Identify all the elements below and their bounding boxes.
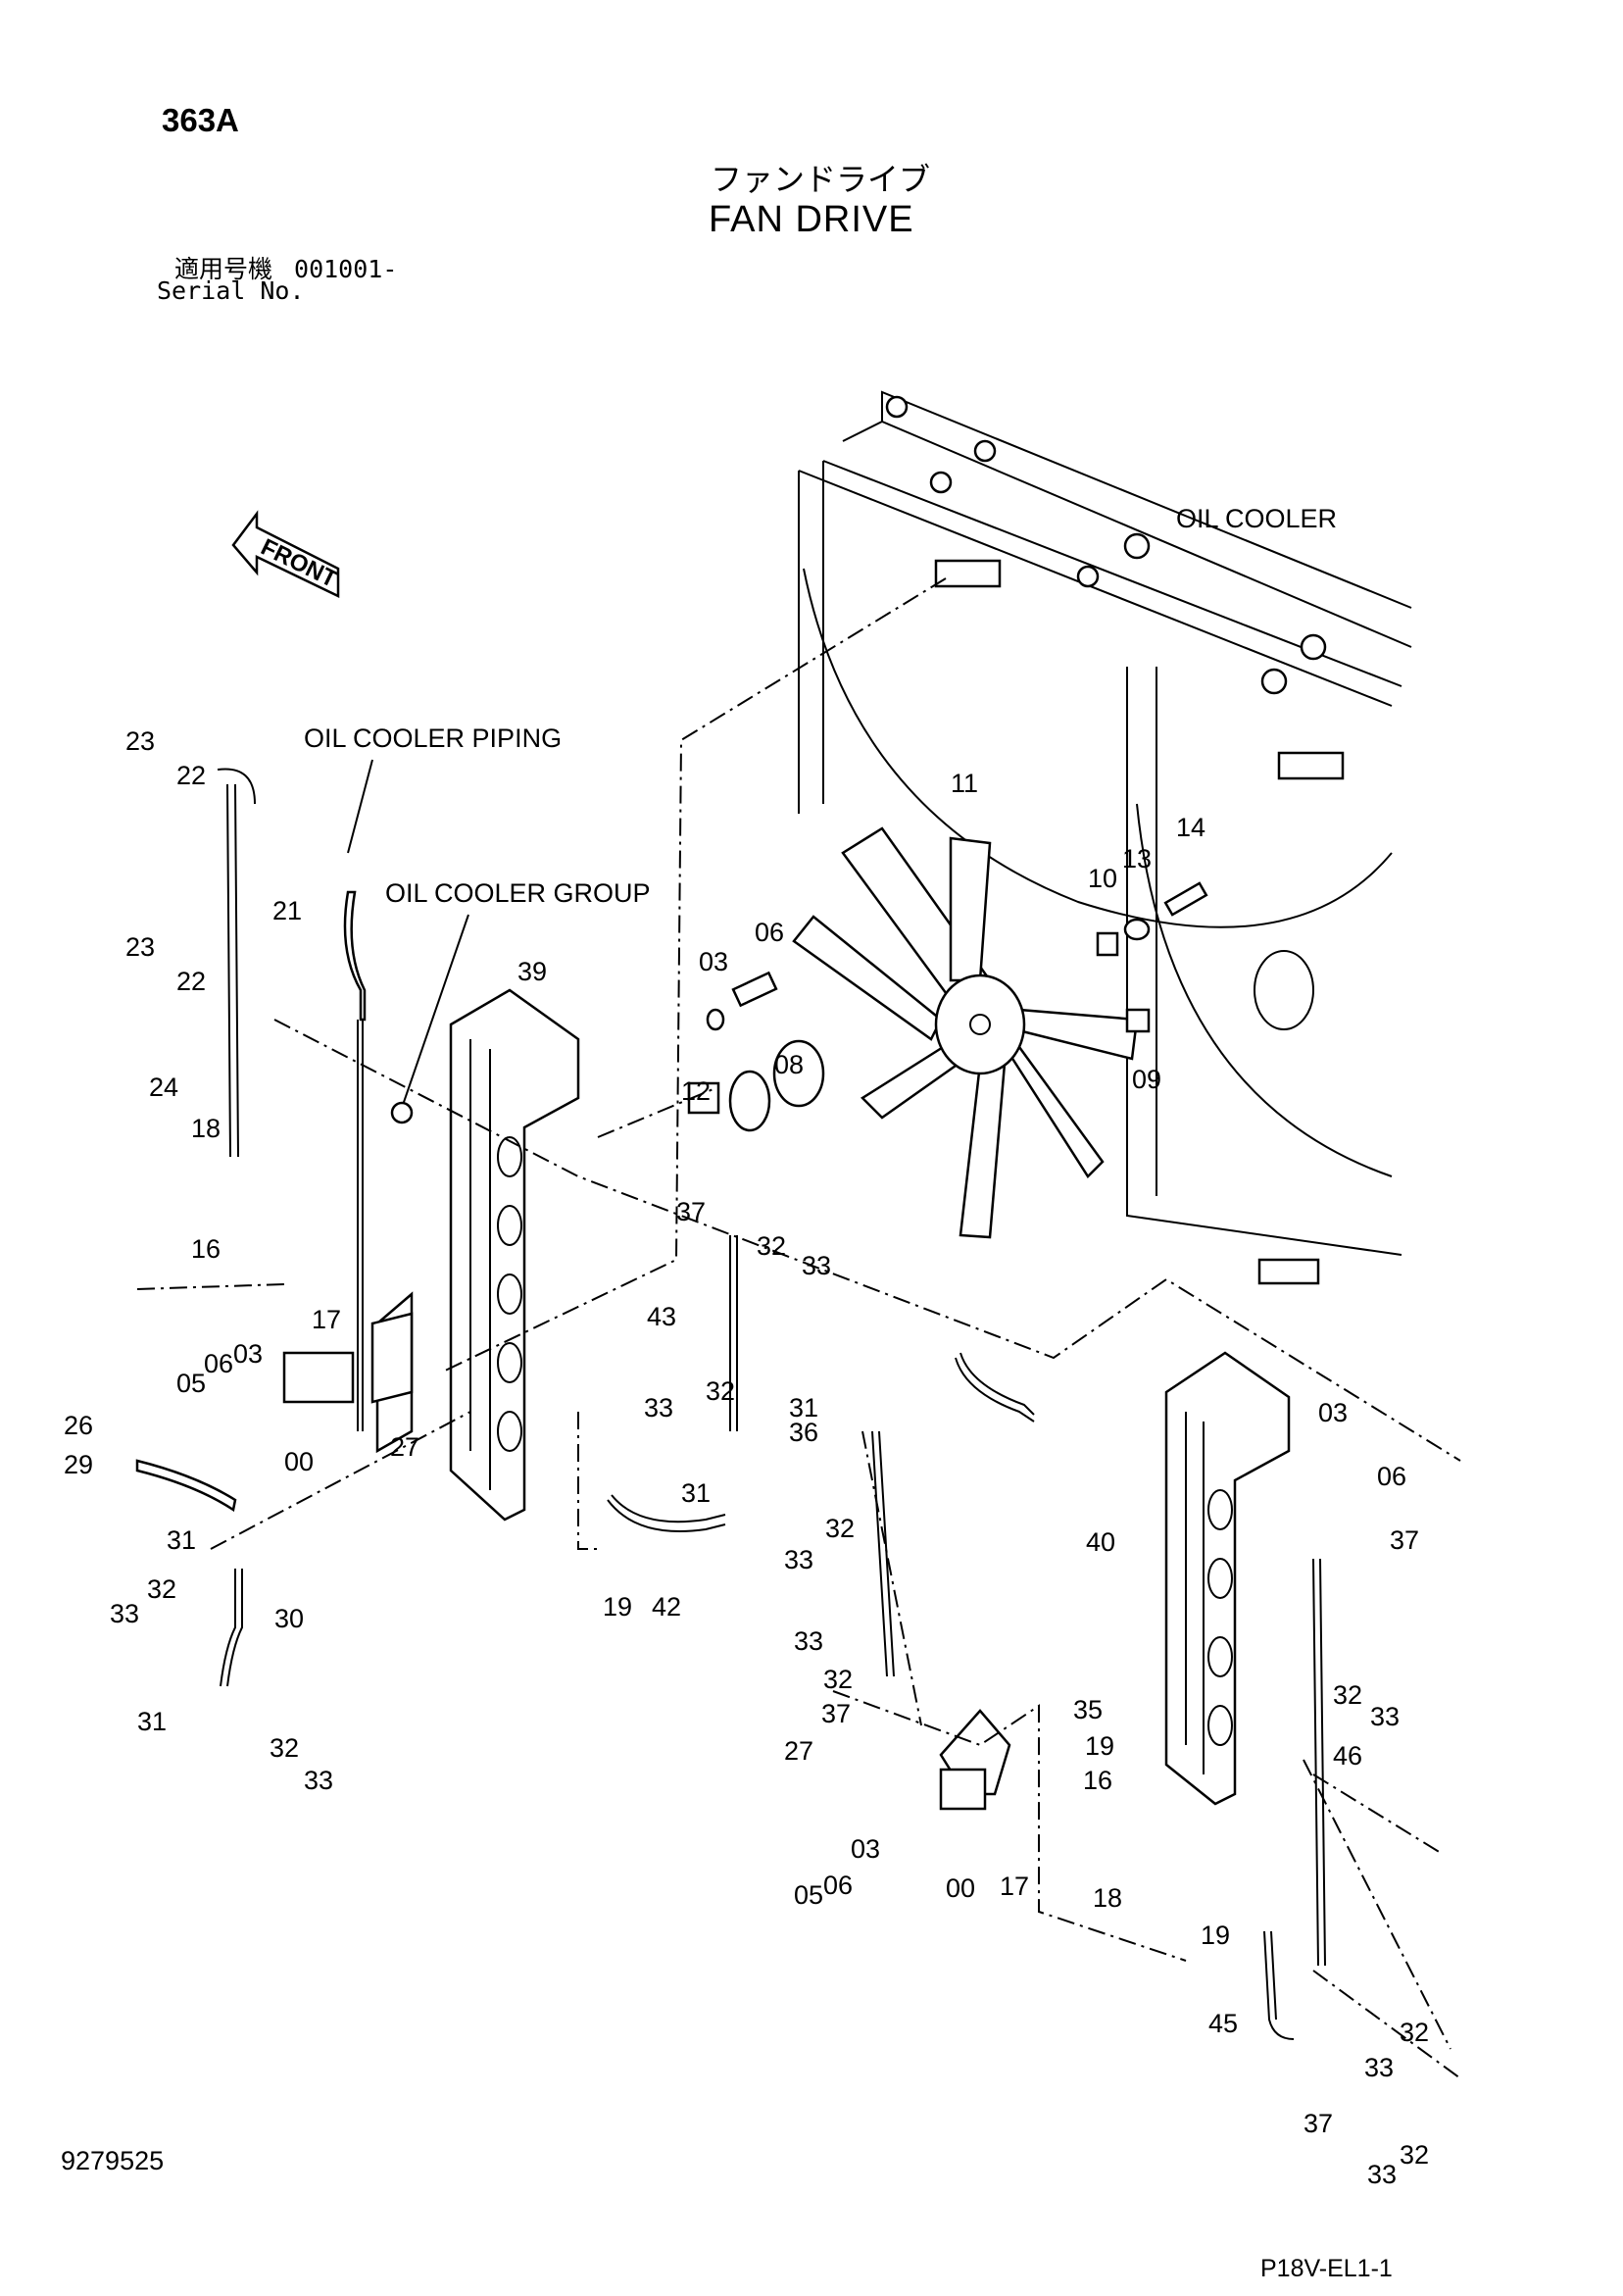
part-callout-33: 33 (644, 1393, 673, 1423)
part-callout-03: 03 (1318, 1398, 1348, 1427)
part-callout-18: 18 (1093, 1883, 1122, 1913)
piping (135, 768, 1326, 2040)
front-label: FRONT (257, 533, 341, 593)
part-callout-32: 32 (825, 1514, 855, 1543)
part-callout-19: 19 (1201, 1921, 1230, 1950)
reference-code: P18V-EL1-1 (1260, 2255, 1393, 2282)
part-callout-33: 33 (794, 1626, 823, 1656)
document-number: 9279525 (61, 2146, 165, 2175)
part-callout-21: 21 (272, 896, 302, 925)
part-callout-39: 39 (517, 957, 547, 986)
part-callout-06: 06 (204, 1349, 233, 1378)
part-callout-09: 09 (1132, 1065, 1161, 1094)
part-callout-32: 32 (757, 1231, 786, 1261)
part-callout-43: 43 (647, 1302, 676, 1331)
part-callout-12: 12 (681, 1076, 711, 1106)
part-callout-24: 24 (149, 1073, 178, 1102)
part-callout-33: 33 (1367, 2160, 1397, 2189)
part-callout-19: 19 (603, 1592, 632, 1622)
part-callout-35: 35 (1073, 1695, 1103, 1724)
part-callout-37: 37 (1303, 2109, 1333, 2138)
part-callout-31: 31 (137, 1707, 167, 1736)
part-callout-19: 19 (1085, 1731, 1114, 1761)
part-callout-11: 11 (951, 769, 978, 798)
part-callout-33: 33 (784, 1545, 813, 1574)
part-callout-16: 16 (1083, 1766, 1112, 1795)
part-callout-03: 03 (233, 1339, 263, 1369)
serial-row-jp: 適用号機 001001- (174, 250, 397, 285)
part-callout-10: 10 (1088, 864, 1117, 893)
label-oil-cooler-piping: OIL COOLER PIPING (304, 724, 562, 753)
part-callout-22: 22 (176, 761, 206, 790)
label-oil-cooler: OIL COOLER (1176, 504, 1337, 533)
front-arrow: FRONT (231, 510, 341, 598)
part-callout-33: 33 (802, 1251, 831, 1280)
part-callout-36: 36 (789, 1418, 818, 1447)
part-callout-32: 32 (706, 1376, 735, 1406)
part-callout-42: 42 (652, 1592, 681, 1622)
part-callout-05: 05 (176, 1369, 206, 1398)
part-callout-13: 13 (1122, 844, 1152, 873)
part-callout-03: 03 (851, 1834, 880, 1864)
serial-label-en: Serial No. (157, 276, 305, 305)
part-callout-32: 32 (1400, 2018, 1429, 2047)
part-callout-32: 32 (1333, 1680, 1362, 1710)
part-callout-22: 22 (176, 967, 206, 996)
assembly-lines (136, 577, 1461, 2079)
bracket-40 (1164, 1351, 1291, 1806)
annotation-leaders (347, 759, 469, 1124)
part-callout-18: 18 (191, 1114, 221, 1143)
serial-value: 001001- (294, 255, 398, 283)
label-oil-cooler-group: OIL COOLER GROUP (385, 878, 651, 908)
part-callout-33: 33 (1364, 2053, 1394, 2082)
part-callout-46: 46 (1333, 1741, 1362, 1771)
part-callout-06: 06 (823, 1871, 853, 1900)
cooling-fan (792, 826, 1139, 1239)
part-callout-40: 40 (1086, 1527, 1115, 1557)
part-callout-31: 31 (789, 1393, 818, 1423)
part-callout-05: 05 (794, 1880, 823, 1910)
part-callout-17: 17 (312, 1305, 341, 1334)
part-callout-37: 37 (821, 1699, 851, 1728)
part-callout-32: 32 (1400, 2140, 1429, 2170)
part-callout-06: 06 (755, 918, 784, 947)
oil-cooler-radiator (798, 390, 1412, 1285)
part-callout-26: 26 (64, 1411, 93, 1440)
part-callout-00: 00 (284, 1447, 314, 1476)
serial-label-jp: 適用号機 (174, 255, 273, 283)
part-callout-32: 32 (270, 1733, 299, 1763)
title-japanese: ファンドライブ (711, 161, 931, 198)
part-callout-08: 08 (774, 1050, 804, 1079)
part-callout-23: 23 (125, 726, 155, 756)
part-callout-03: 03 (699, 947, 728, 976)
part-callout-37: 37 (676, 1197, 706, 1226)
part-callout-27: 27 (390, 1432, 419, 1462)
part-callout-33: 33 (304, 1766, 333, 1795)
fan-motor-right (939, 1709, 1011, 1811)
part-callout-37: 37 (1390, 1525, 1419, 1555)
part-callout-32: 32 (823, 1665, 853, 1694)
part-callout-16: 16 (191, 1234, 221, 1264)
part-callout-31: 31 (167, 1525, 196, 1555)
part-callout-45: 45 (1208, 2009, 1238, 2038)
part-callout-33: 33 (110, 1599, 139, 1628)
part-callout-27: 27 (784, 1736, 813, 1766)
part-callout-17: 17 (1000, 1872, 1029, 1901)
part-callout-06: 06 (1377, 1462, 1406, 1491)
part-callout-31: 31 (681, 1478, 711, 1508)
part-callout-00: 00 (946, 1873, 975, 1903)
part-callout-23: 23 (125, 932, 155, 962)
page-code: 363A (162, 102, 239, 138)
part-callout-14: 14 (1176, 813, 1205, 842)
part-callout-29: 29 (64, 1450, 93, 1479)
part-callout-32: 32 (147, 1574, 176, 1604)
part-callout-30: 30 (274, 1604, 304, 1633)
part-callout-33: 33 (1370, 1702, 1400, 1731)
fan-motor-left (282, 1312, 414, 1404)
page-title: FAN DRIVE (709, 199, 914, 240)
